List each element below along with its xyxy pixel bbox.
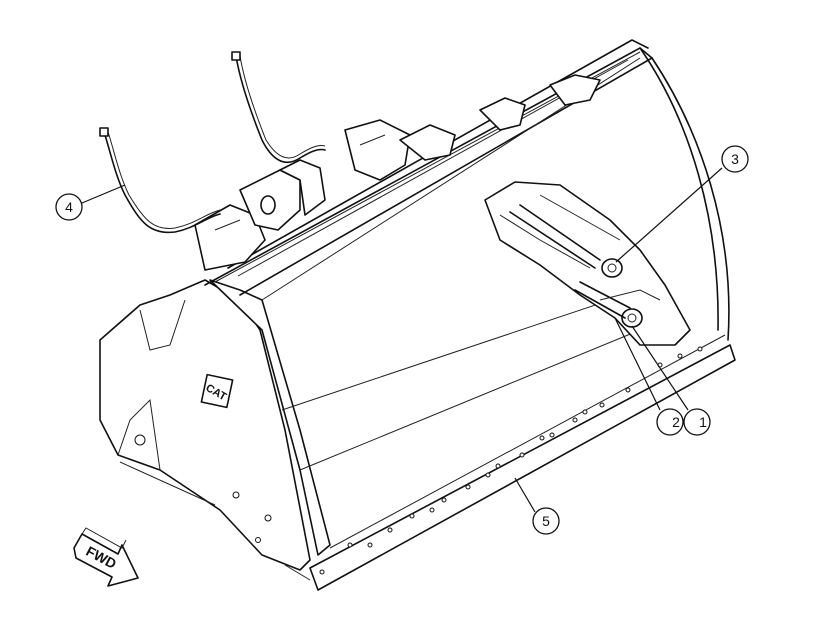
fwd-arrow: FWD [73, 527, 139, 587]
callout-3 [721, 145, 749, 173]
callout-3-label: 3 [731, 151, 739, 167]
hose-right [235, 55, 326, 164]
hinge-lugs [194, 74, 601, 271]
cat-logo [200, 373, 234, 409]
hose-left [103, 131, 221, 234]
top-rail [204, 47, 653, 296]
callout-4-label: 4 [65, 199, 73, 215]
callout-4 [55, 193, 83, 221]
callout-2-label: 2 [672, 414, 680, 430]
left-side-plate [99, 279, 311, 571]
callout-5 [532, 507, 560, 535]
callout-1-label: 1 [699, 414, 707, 430]
bucket-body: CAT [99, 39, 736, 591]
cutting-edge [309, 344, 736, 591]
callout-5-label: 5 [542, 513, 550, 529]
callout-1 [683, 408, 711, 436]
inner-side-face [209, 279, 331, 556]
cutting-edge-bolt-holes [319, 346, 703, 575]
cylinder-assembly [484, 181, 691, 346]
hydraulic-hoses [99, 51, 326, 234]
pin-3 [601, 258, 623, 278]
right-side-plate [639, 47, 719, 331]
callout-2 [656, 408, 684, 436]
callouts: 4 3 2 1 5 [55, 145, 749, 535]
